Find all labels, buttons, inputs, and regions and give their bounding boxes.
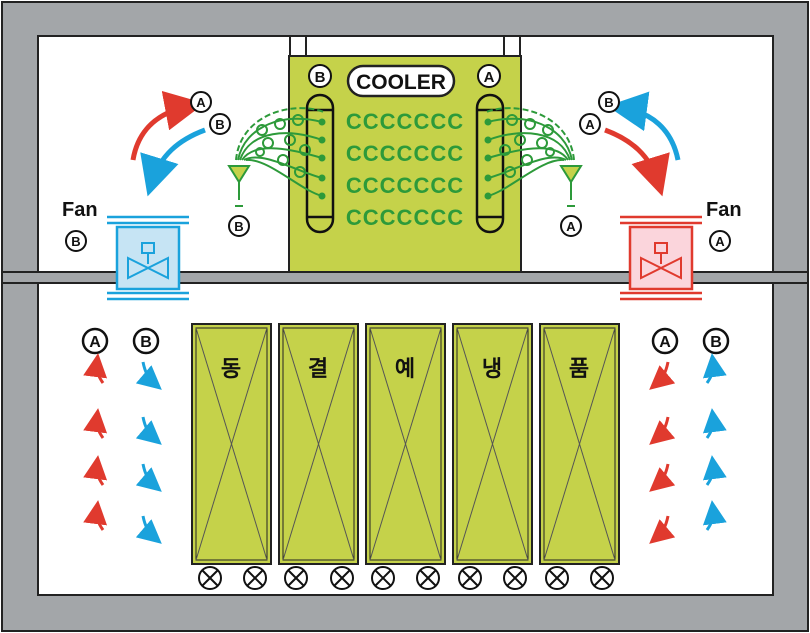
fan-left-label: Fan [62,199,98,221]
fan-right [620,215,702,301]
cooler-title-box [346,64,456,98]
pallet-label-3: 예 [395,356,415,381]
lower-left-marker-a-circle [81,327,109,355]
flow-arrows-right-red [649,361,676,544]
flow-arrows-left-blue [135,361,162,544]
fan-left-marker-circle [65,230,87,252]
upper-left-marker-a: A [196,95,206,110]
fan-left [107,215,189,301]
pallet-label-1: 동 [221,356,241,381]
caster-wheel-icon [284,566,308,590]
upper-right-marker-a-circle [579,113,601,135]
pallet-1: 동 [191,323,272,565]
upper-right-marker-b: B [604,95,613,110]
drain-marker-left: B [234,219,243,234]
upper-flow-arrow-right-blue [607,91,681,161]
fan-right-motor-icon [654,242,668,254]
fan-left-marker: B [71,234,80,249]
cooler-marker-left: B [315,69,326,86]
pallet-5: 품 [539,323,620,565]
lower-left-marker-b: B [140,334,152,351]
fan-right-marker: A [715,234,725,249]
caster-wheel-icon [416,566,440,590]
fan-right-label: Fan [706,199,742,221]
coil-row-4: CCCCCCC [346,205,464,230]
distributor-funnel-left [227,165,251,207]
upper-left-marker-b-circle [209,113,231,135]
coil-row-2: CCCCCCC [346,141,464,166]
drain-marker-left-circle [228,215,250,237]
flow-arrows-right-blue [702,353,727,531]
coil-row-3: CCCCCCC [346,173,464,198]
cooler-hanger-right [503,35,521,57]
fan-left-valve-icon [127,256,169,280]
caster-wheel-icon [545,566,569,590]
upper-left-marker-a-circle [190,91,212,113]
caster-wheel-icon [458,566,482,590]
upper-flow-arrow-left-red [130,90,205,161]
caster-wheels [198,566,614,590]
upper-left-marker-b: B [215,117,224,132]
upper-right-marker-a: A [585,117,595,132]
header-ports-right [484,118,492,200]
caster-wheel-icon [371,566,395,590]
pallet-row: 동 결 예 냉 품 [191,323,620,565]
fan-right-marker-circle [709,230,731,252]
lower-right-marker-a: A [659,334,671,351]
cooler-marker-left-circle [308,64,332,88]
caster-wheel-icon [330,566,354,590]
lower-right-marker-b-circle [702,327,730,355]
lower-right-marker-b: B [710,334,722,351]
distributor-pipes-right [485,107,575,197]
upper-flow-arrow-right-red [604,127,670,197]
drain-marker-right: A [566,219,576,234]
caster-wheel-icon [503,566,527,590]
cooler-title: COOLER [356,71,446,94]
fan-left-motor-icon [141,242,155,254]
upper-right-marker-b-circle [598,91,620,113]
cooler-marker-right: A [484,69,495,86]
cooler-marker-right-circle [477,64,501,88]
drain-marker-right-circle [560,215,582,237]
fan-right-valve-icon [640,256,682,280]
pallet-label-4: 냉 [482,356,502,381]
pallet-3: 예 [365,323,446,565]
distributor-pipes-left [235,107,325,197]
upper-flow-arrow-left-blue [140,127,206,197]
pallet-4: 냉 [452,323,533,565]
pallet-label-2: 결 [308,356,328,381]
caster-wheel-icon [243,566,267,590]
header-ports-left [318,118,326,200]
pallet-2: 결 [278,323,359,565]
coil-row-1: CCCCCCC [346,109,464,134]
flow-arrows-left-red [83,353,108,531]
pallet-label-5: 품 [569,356,589,381]
caster-wheel-icon [198,566,222,590]
lower-left-marker-b-circle [132,327,160,355]
caster-wheel-icon [590,566,614,590]
lower-left-marker-a: A [89,334,101,351]
distributor-funnel-right [559,165,583,207]
cooler-hanger-left [289,35,307,57]
lower-right-marker-a-circle [651,327,679,355]
